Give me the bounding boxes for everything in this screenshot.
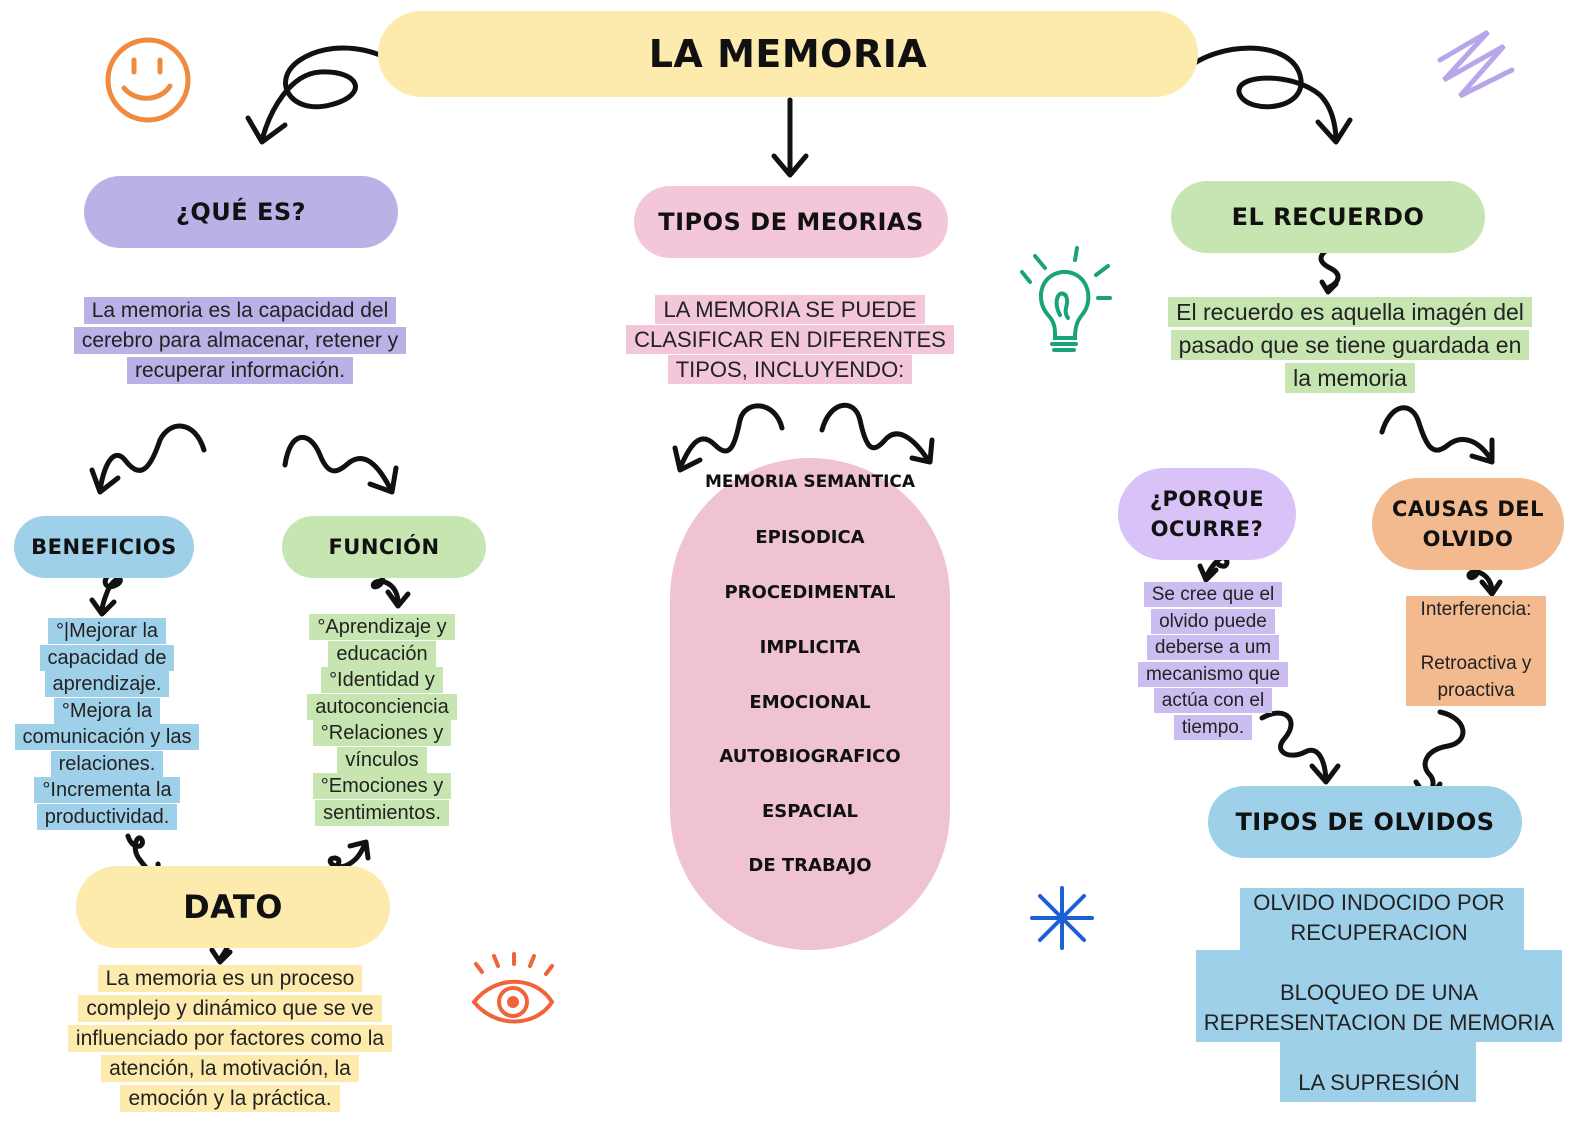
funcion-line: °Aprendizaje y	[309, 614, 455, 640]
arrow-to-funcion	[282, 435, 393, 491]
tipos-intro-text: LA MEMORIA SE PUEDE CLASIFICAR EN DIFERE…	[610, 295, 970, 385]
porque-label-line: OCURRE?	[1150, 517, 1264, 541]
olvido-line: REPRESENTACION DE MEMORIA	[1203, 1010, 1555, 1035]
beneficios-line: capacidad de	[39, 644, 175, 671]
causas-line	[1396, 623, 1556, 650]
funcion-line: sentimientos.	[315, 799, 449, 826]
asterisk-icon	[1030, 886, 1094, 950]
olvido-line: RECUPERACION	[1290, 920, 1468, 945]
olvido-line	[1196, 1038, 1562, 1068]
olvidos-bg-mid	[1196, 950, 1562, 1042]
beneficios-line: relaciones.	[50, 750, 164, 777]
beneficios-line: aprendizaje.	[44, 671, 170, 697]
arrow-tipos-right	[819, 402, 931, 463]
arrow-tipos-left	[677, 403, 785, 471]
que-es-line: recuperar información.	[126, 357, 354, 384]
que-es-node: ¿QUÉ ES?	[84, 176, 398, 248]
recuerdo-node: EL RECUERDO	[1171, 181, 1485, 253]
memory-type-item: AUTOBIOGRAFICO	[719, 746, 901, 767]
arrow-title-to-recuerdo	[1182, 45, 1339, 141]
memory-type-item: EMOCIONAL	[749, 692, 871, 713]
dato-line: La memoria es un proceso	[97, 965, 363, 992]
beneficios-line: comunicación y las	[14, 724, 200, 750]
tipos-node: TIPOS DE MEORIAS	[634, 186, 948, 258]
olvidos-bg-top	[1240, 888, 1524, 952]
memory-type-item: DE TRABAJO	[748, 855, 872, 876]
causas-label-line: CAUSAS DEL	[1391, 497, 1545, 521]
funcion-line: educación	[328, 640, 436, 667]
causas-line: Interferencia:	[1420, 599, 1532, 620]
causas-line: Retroactiva y	[1420, 653, 1532, 674]
arrow-title-to-que-es	[259, 45, 415, 143]
funcion-line: vínculos	[337, 746, 427, 773]
causas-line: proactiva	[1437, 680, 1515, 701]
recuerdo-line: pasado que se tiene guardada en	[1170, 330, 1530, 360]
dato-line: emoción y la práctica.	[120, 1085, 340, 1112]
main-title: LA MEMORIA	[378, 11, 1198, 97]
smiley-icon	[105, 37, 191, 123]
dato-line: atención, la motivación, la	[101, 1055, 359, 1082]
beneficios-line: °Incrementa la	[34, 777, 180, 803]
porque-line: mecanismo que	[1137, 661, 1289, 687]
memory-type-item: EPISODICA	[755, 527, 865, 548]
beneficios-line: productividad.	[36, 803, 178, 830]
memory-type-item: PROCEDIMENTAL	[724, 582, 896, 603]
tipos-olvidos-text: OLVIDO INDOCIDO POR RECUPERACION BLOQUEO…	[1196, 888, 1562, 1098]
memory-types-capsule	[670, 458, 950, 950]
causas-olvido-node: CAUSAS DEL OLVIDO	[1372, 478, 1564, 570]
memory-type-item: MEMORIA SEMANTICA	[704, 472, 916, 492]
olvido-line: LA SUPRESIÓN	[1298, 1070, 1460, 1095]
porque-ocurre-node: ¿PORQUE OCURRE?	[1118, 468, 1296, 560]
olvido-line: OLVIDO INDOCIDO POR	[1253, 890, 1505, 915]
funcion-text: °Aprendizaje y educación °Identidad y au…	[284, 614, 480, 826]
beneficios-line: °|Mejorar la	[47, 618, 167, 644]
scribble-icon	[1437, 29, 1515, 99]
causas-text: Interferencia: Retroactiva y proactiva	[1396, 596, 1556, 704]
recuerdo-text: El recuerdo es aquella imagén del pasado…	[1140, 296, 1560, 395]
tipos-intro-line: TIPOS, INCLUYENDO:	[667, 355, 913, 384]
lightbulb-icon	[1020, 246, 1112, 352]
funcion-line: autoconciencia	[307, 693, 457, 720]
funcion-line: °Identidad y	[321, 667, 443, 693]
que-es-text: La memoria es la capacidad del cerebro p…	[40, 296, 440, 386]
porque-line: tiempo.	[1173, 714, 1253, 740]
funcion-node: FUNCIÓN	[282, 516, 486, 578]
tipos-intro-line: LA MEMORIA SE PUEDE	[655, 295, 925, 324]
beneficios-line: °Mejora la	[53, 697, 161, 724]
porque-line: deberse a um	[1146, 635, 1280, 660]
memory-type-item: ESPACIAL	[761, 801, 859, 822]
porque-label-line: ¿PORQUE	[1149, 487, 1265, 511]
olvidos-bg-bottom	[1280, 1040, 1476, 1102]
funcion-line: °Emociones y	[312, 773, 452, 799]
dato-node: DATO	[76, 866, 390, 948]
porque-line: Se cree que el	[1143, 582, 1283, 607]
que-es-line: La memoria es la capacidad del	[83, 297, 397, 324]
que-es-line: cerebro para almacenar, retener y	[73, 327, 407, 354]
causas-label-line: OLVIDO	[1422, 527, 1514, 551]
recuerdo-line: El recuerdo es aquella imagén del	[1168, 297, 1532, 327]
arrow-to-causas	[1379, 405, 1493, 461]
tipos-intro-line: CLASIFICAR EN DIFERENTES	[626, 325, 954, 354]
recuerdo-line: la memoria	[1285, 363, 1415, 393]
dato-line: complejo y dinámico que se ve	[78, 995, 382, 1022]
dato-text: La memoria es un proceso complejo y diná…	[30, 964, 430, 1114]
eye-icon	[471, 952, 555, 1024]
arrow-to-beneficios	[97, 423, 207, 493]
olvido-line: BLOQUEO DE UNA	[1279, 980, 1479, 1005]
causas-text-bg	[1406, 596, 1546, 706]
beneficios-node: BENEFICIOS	[14, 516, 194, 578]
tipos-olvidos-node: TIPOS DE OLVIDOS	[1208, 786, 1522, 858]
funcion-line: °Relaciones y	[312, 720, 452, 746]
porque-text: Se cree que el olvido puede deberse a um…	[1128, 582, 1298, 741]
memory-type-item: IMPLICITA	[759, 637, 861, 658]
beneficios-text: °|Mejorar la capacidad de aprendizaje. °…	[0, 618, 214, 830]
olvido-line	[1196, 948, 1562, 978]
dato-line: influenciado por factores como la	[67, 1025, 393, 1052]
porque-line: olvido puede	[1151, 608, 1275, 634]
porque-line: actúa con el	[1153, 688, 1273, 713]
